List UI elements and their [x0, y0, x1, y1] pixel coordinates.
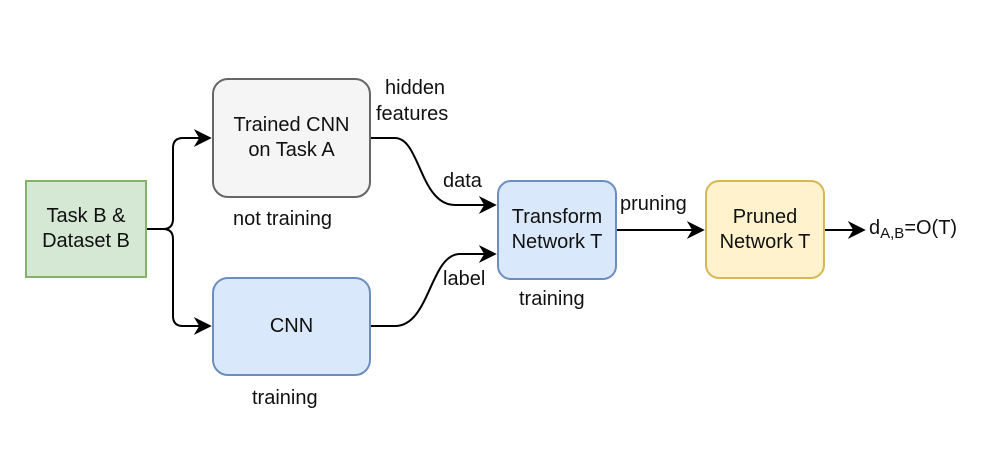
- label-hidden: hidden: [385, 77, 446, 99]
- label-data: data: [443, 170, 482, 192]
- label-label: label: [443, 268, 486, 290]
- label-transform-training: training: [519, 288, 585, 310]
- edge-task-to-cnn: [162, 228, 212, 335]
- edge-task-to-trained-cnn: [147, 129, 212, 230]
- edge-trained-cnn-to-transform: [371, 137, 497, 214]
- node-task-b-line1: Task B &: [46, 205, 126, 227]
- node-cnn-label: CNN: [269, 315, 314, 337]
- node-pruned-line2: Network T: [719, 230, 811, 253]
- label-features: features: [376, 103, 449, 125]
- output-d: d: [869, 217, 881, 239]
- node-transform-line1: Transform: [511, 206, 603, 228]
- node-trained-cnn-line2: on Task A: [248, 139, 335, 161]
- node-pruned-line1: Pruned: [732, 205, 798, 228]
- node-pruned-network[interactable]: Pruned Network T: [705, 180, 825, 279]
- output-formula: dA,B=O(T): [869, 217, 957, 245]
- node-transform-network[interactable]: Transform Network T: [497, 180, 617, 280]
- label-pruning: pruning: [620, 193, 687, 215]
- edge-cnn-to-transform: [371, 245, 497, 327]
- node-trained-cnn-line1: Trained CNN: [233, 114, 350, 136]
- node-trained-cnn[interactable]: Trained CNN on Task A: [212, 78, 371, 198]
- output-rest: =O(T): [904, 217, 958, 239]
- label-cnn-training: training: [252, 387, 318, 409]
- output-subscript: A,B: [880, 225, 905, 242]
- label-not-training: not training: [233, 208, 332, 230]
- node-transform-line2: Network T: [511, 231, 603, 253]
- node-task-b-dataset-b[interactable]: Task B & Dataset B: [25, 180, 147, 278]
- node-cnn[interactable]: CNN: [212, 277, 371, 376]
- node-task-b-line2: Dataset B: [42, 230, 130, 252]
